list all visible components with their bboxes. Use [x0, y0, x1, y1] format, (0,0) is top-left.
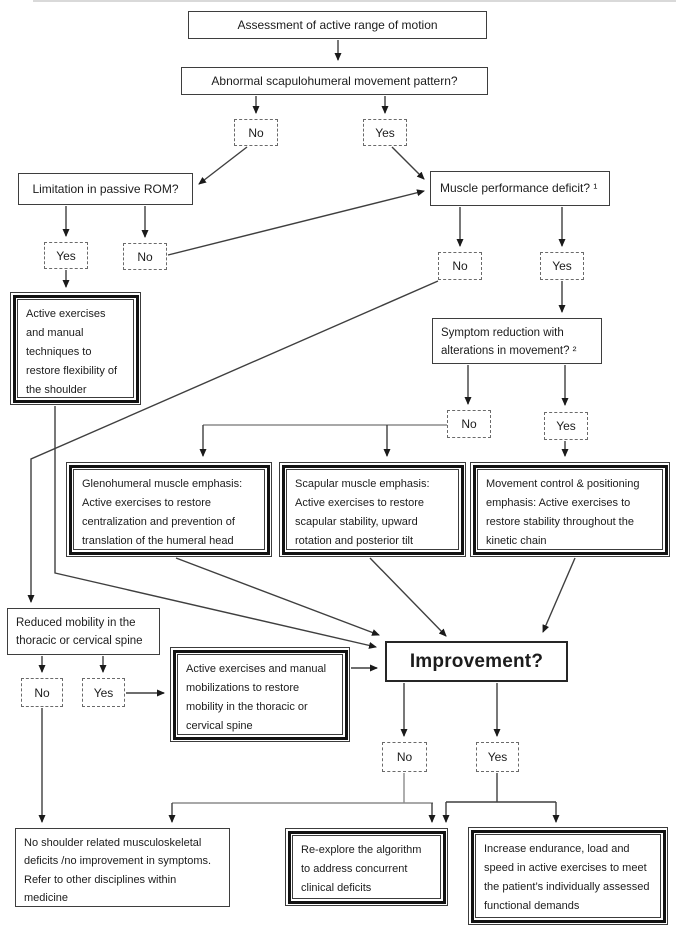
arrow-yes-to-muscle — [391, 146, 425, 180]
node-no-deficits: No shoulder related musculoskeletal defi… — [15, 828, 230, 907]
arrow-flexibility-to-improvement — [54, 406, 377, 649]
arrow-scapular-to-improvement — [369, 557, 447, 637]
node-reduced-mobility: Reduced mobility in the thoracic or cerv… — [7, 608, 160, 655]
node-scapular-label: Scapular muscle emphasis: Active exercis… — [286, 469, 459, 550]
node-improvement: Improvement? — [385, 641, 568, 682]
decision-muscle-yes: Yes — [540, 252, 584, 280]
arrow-no-passive-to-muscle — [167, 189, 425, 256]
node-glenohumeral: Glenohumeral muscle emphasis: Active exe… — [66, 462, 272, 557]
arrow-glenohumeral-to-improvement — [175, 557, 380, 636]
top-divider — [33, 0, 676, 2]
decision-symptom-no: No — [447, 410, 491, 438]
node-mobilizations-label: Active exercises and manual mobilization… — [177, 654, 343, 735]
node-movement-control-label: Movement control & positioning emphasis:… — [477, 469, 663, 550]
decision-abnormal-no: No — [234, 119, 278, 146]
decision-improvement-no: No — [382, 742, 427, 772]
node-flexibility: Active exercises and manual techniques t… — [10, 292, 141, 405]
decision-reduced-no: No — [21, 678, 63, 707]
node-assessment: Assessment of active range of motion — [188, 11, 487, 39]
node-passive-rom: Limitation in passive ROM? — [18, 173, 193, 205]
node-symptom-reduction: Symptom reduction with alterations in mo… — [432, 318, 602, 364]
decision-passive-no: No — [123, 243, 167, 270]
arrow-movement-to-improvement — [542, 557, 576, 633]
decision-abnormal-yes: Yes — [363, 119, 407, 146]
node-increase-endurance-label: Increase endurance, load and speed in ac… — [475, 834, 661, 918]
decision-muscle-no: No — [438, 252, 482, 280]
node-glenohumeral-label: Glenohumeral muscle emphasis: Active exe… — [73, 469, 265, 550]
node-scapular: Scapular muscle emphasis: Active exercis… — [279, 462, 466, 557]
decision-improvement-yes: Yes — [476, 742, 519, 772]
decision-symptom-yes: Yes — [544, 412, 588, 440]
decision-passive-yes: Yes — [44, 242, 88, 269]
arrow-no-to-passive-rom — [198, 146, 248, 185]
node-movement-control: Movement control & positioning emphasis:… — [470, 462, 670, 557]
decision-reduced-yes: Yes — [82, 678, 125, 707]
node-reexplore-label: Re-explore the algorithm to address conc… — [292, 835, 441, 899]
node-reexplore: Re-explore the algorithm to address conc… — [285, 828, 448, 906]
node-increase-endurance: Increase endurance, load and speed in ac… — [468, 827, 668, 925]
node-flexibility-label: Active exercises and manual techniques t… — [17, 299, 134, 398]
node-muscle-performance: Muscle performance deficit? ¹ — [430, 171, 610, 206]
node-abnormal-pattern: Abnormal scapulohumeral movement pattern… — [181, 67, 488, 95]
node-mobilizations: Active exercises and manual mobilization… — [170, 647, 350, 742]
arrow-no-muscle-to-reduced-mobility — [27, 280, 439, 603]
